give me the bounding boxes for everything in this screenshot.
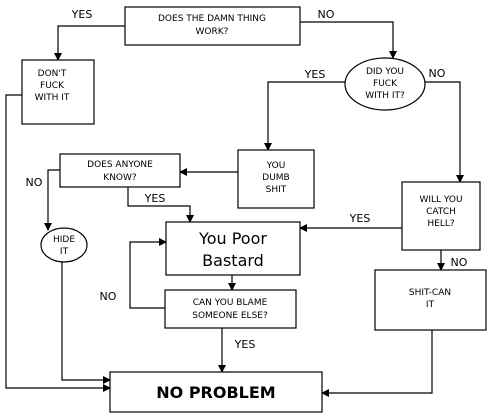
- edge-work-yes: [54, 25, 125, 61]
- label-didfuck-no: NO: [429, 67, 446, 80]
- node-hide-it: HIDE IT: [40, 227, 88, 263]
- node-no-problem: NO PROBLEM: [109, 371, 323, 413]
- edge-anyone-yes: [127, 187, 194, 223]
- node-dont-fuck: DON'T FUCK WITH IT: [21, 59, 95, 125]
- label-blame-no: NO: [100, 290, 117, 303]
- node-you-poor-bastard: You Poor Bastard: [165, 221, 301, 276]
- node-you-dumb-shit-line-1: YOU: [266, 161, 286, 171]
- label-work-yes: YES: [71, 8, 93, 21]
- node-will-you-catch-hell-line-2: CATCH: [426, 207, 456, 217]
- edge-dontfuck-noproblem: [5, 94, 111, 392]
- label-blame-yes: YES: [234, 338, 256, 351]
- node-did-you-fuck-line-3: WITH IT?: [365, 91, 405, 101]
- node-hide-it-line-2: IT: [60, 247, 69, 257]
- node-did-you-fuck-line-1: DID YOU: [366, 67, 404, 77]
- node-can-you-blame: CAN YOU BLAME SOMEONE ELSE?: [164, 289, 297, 329]
- edge-shitcan-noproblem: [321, 330, 433, 397]
- edge-anyone-no: [44, 169, 60, 231]
- node-does-it-work-line-1: DOES THE DAMN THING: [158, 14, 266, 24]
- node-does-anyone-know: DOES ANYONE KNOW?: [59, 153, 181, 188]
- node-shit-can: SHIT-CAN IT: [374, 269, 487, 331]
- label-anyone-no: NO: [26, 176, 43, 189]
- label-didfuck-yes: YES: [304, 68, 326, 81]
- label-hell-yes: YES: [349, 212, 371, 225]
- connectors: [5, 21, 464, 397]
- edge-labels: YES NO YES NO NO YES YES NO NO YES: [26, 8, 468, 351]
- node-you-dumb-shit: YOU DUMB SHIT: [237, 149, 315, 209]
- edge-work-no: [300, 21, 397, 59]
- edge-didfuck-yes: [264, 81, 345, 151]
- node-you-poor-bastard-line-2: Bastard: [202, 251, 264, 270]
- node-does-it-work-line-2: WORK?: [196, 27, 229, 37]
- node-did-you-fuck: DID YOU FUCK WITH IT?: [344, 57, 426, 111]
- node-no-problem-line-1: NO PROBLEM: [156, 383, 275, 402]
- node-does-anyone-know-line-1: DOES ANYONE: [87, 160, 153, 170]
- node-you-poor-bastard-line-1: You Poor: [198, 229, 267, 248]
- node-you-dumb-shit-line-3: SHIT: [266, 185, 287, 195]
- node-dont-fuck-line-3: WITH IT: [35, 93, 70, 103]
- node-will-you-catch-hell-line-1: WILL YOU: [419, 195, 462, 205]
- node-did-you-fuck-line-2: FUCK: [373, 79, 398, 89]
- node-hide-it-line-1: HIDE: [53, 235, 75, 245]
- edge-didfuck-no: [425, 81, 464, 183]
- node-can-you-blame-line-1: CAN YOU BLAME: [193, 298, 268, 308]
- node-will-you-catch-hell-line-3: HELL?: [427, 219, 454, 229]
- node-you-dumb-shit-line-2: DUMB: [262, 173, 289, 183]
- node-shit-can-line-2: IT: [426, 300, 435, 310]
- label-work-no: NO: [318, 8, 335, 21]
- node-dont-fuck-line-1: DON'T: [38, 69, 67, 79]
- label-anyone-yes: YES: [144, 192, 166, 205]
- node-dont-fuck-line-2: FUCK: [40, 81, 65, 91]
- node-does-it-work: DOES THE DAMN THING WORK?: [124, 6, 301, 46]
- edge-hide-noproblem: [61, 262, 111, 384]
- node-shit-can-line-1: SHIT-CAN: [409, 288, 451, 298]
- node-will-you-catch-hell: WILL YOU CATCH HELL?: [401, 181, 481, 251]
- edge-blame-no: [129, 238, 167, 309]
- node-can-you-blame-line-2: SOMEONE ELSE?: [192, 311, 268, 321]
- label-hell-no: NO: [451, 256, 468, 269]
- node-does-anyone-know-line-2: KNOW?: [103, 173, 137, 183]
